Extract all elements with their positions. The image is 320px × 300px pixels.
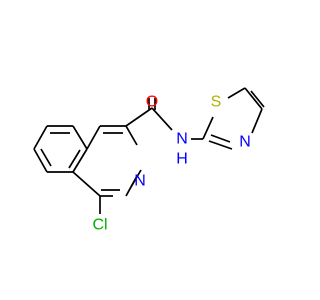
bond [68,149,81,169]
bond [125,107,153,127]
bond [210,134,231,143]
bond [208,140,233,150]
bond [72,171,101,197]
bond [125,175,138,197]
bond [72,125,88,150]
amide-hydrogen-label: H [176,151,188,168]
bond [250,90,265,108]
bond [72,148,88,173]
bond [125,125,138,146]
bond [86,125,101,150]
bond [251,108,263,134]
bond [227,87,246,99]
thiazole-sulfur-label: S [211,94,222,111]
chlorine-label: Cl [92,217,107,234]
ring-nitrogen-label: N [134,173,146,190]
structure-canvas: O N H N S N Cl [33,87,265,234]
bond [40,148,52,167]
molecule-drawing: O N H N S N Cl [33,87,265,234]
bond [202,116,214,140]
bond [33,125,48,150]
bond [151,107,173,131]
bond [244,87,263,110]
amide-nitrogen-label: N [176,131,188,148]
bond [33,148,48,173]
oxygen-label: O [146,94,158,111]
thiazole-nitrogen-label: N [239,134,251,151]
